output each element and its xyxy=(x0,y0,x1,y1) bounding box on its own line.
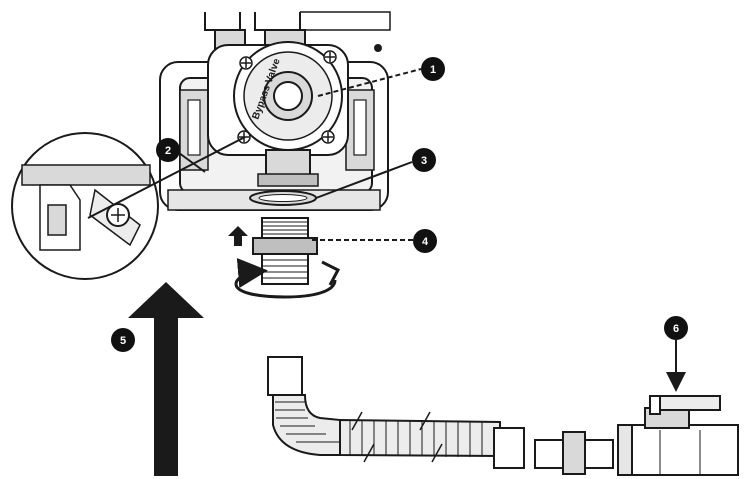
rotate-arrow-icon xyxy=(234,258,337,299)
callout-4: 4 xyxy=(413,229,437,253)
bypass-valve-body xyxy=(207,29,349,187)
hose-adapter-fitting xyxy=(534,431,614,475)
callout-1: 1 xyxy=(421,57,445,81)
callout-5-label: 5 xyxy=(120,335,126,347)
gasket-ring xyxy=(249,190,317,206)
callout-2: 2 xyxy=(156,138,180,162)
callout-4-label: 4 xyxy=(422,236,429,248)
threaded-adapter xyxy=(252,217,318,285)
callout-2-label: 2 xyxy=(165,145,171,157)
clip-detail-magnifier xyxy=(11,132,159,280)
shutoff-valve xyxy=(617,395,739,476)
callout-3-label: 3 xyxy=(421,155,427,167)
callout-6-label: 6 xyxy=(673,323,679,335)
callout-1-label: 1 xyxy=(430,64,436,76)
callout-6: 6 xyxy=(664,316,688,340)
large-up-arrow-icon xyxy=(128,282,204,476)
push-up-arrow-icon xyxy=(228,226,248,246)
leader-lines xyxy=(87,68,686,392)
flexible-hose xyxy=(267,356,525,469)
callout-3: 3 xyxy=(412,148,436,172)
callout-5: 5 xyxy=(111,328,135,352)
